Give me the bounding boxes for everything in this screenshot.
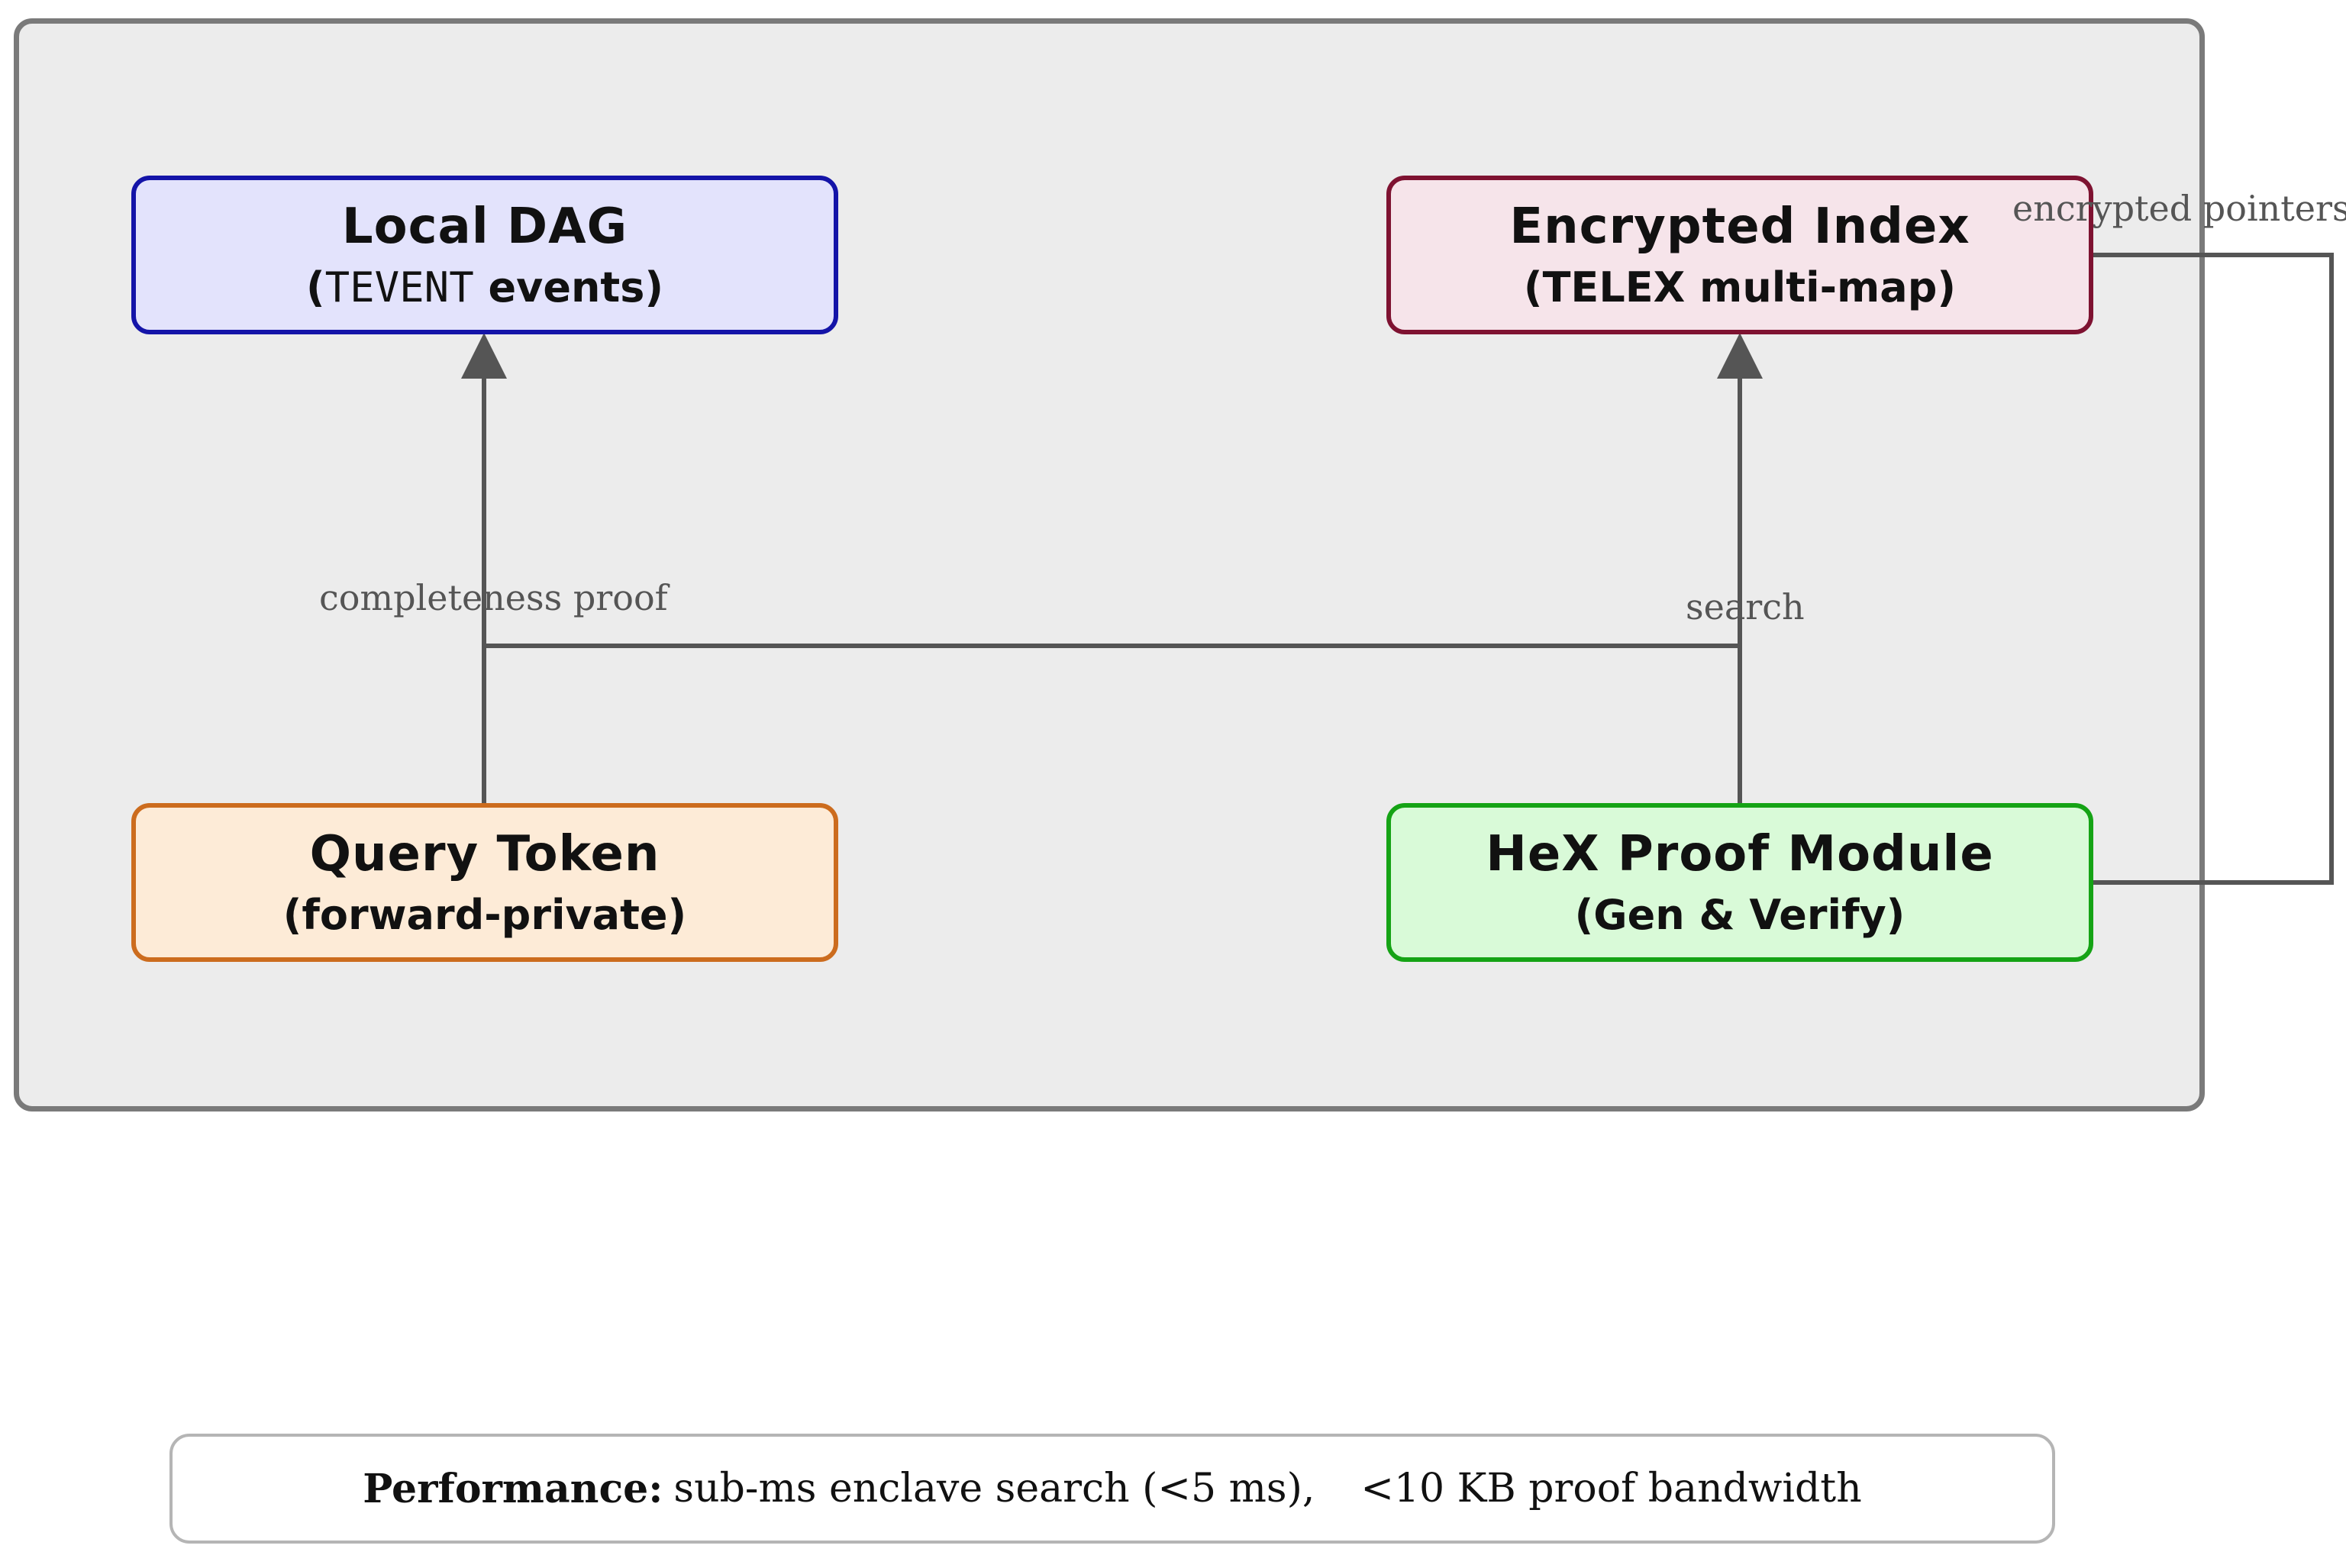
query-token-subtitle: (forward-private) xyxy=(282,891,687,940)
local-dag-sub-rest: events) xyxy=(473,263,664,312)
encrypted-index-node: Encrypted Index (TELEX multi-map) xyxy=(1386,176,2093,334)
local-dag-sub-code: TEVENT xyxy=(324,263,474,312)
local-dag-title: Local DAG xyxy=(341,198,628,256)
search-label: search xyxy=(1686,586,1805,628)
performance-note: Performance: sub-ms enclave search (<5 m… xyxy=(169,1434,2055,1544)
performance-lead: Performance: xyxy=(363,1465,663,1512)
local-dag-sub-open: ( xyxy=(305,263,325,312)
edge-pointers xyxy=(1391,253,2334,905)
query-token-node: Query Token (forward-private) xyxy=(131,803,838,962)
encrypted-index-title: Encrypted Index xyxy=(1509,198,1970,256)
encrypted-index-subtitle: (TELEX multi-map) xyxy=(1523,263,1957,312)
local-dag-node: Local DAG (TEVENT events) xyxy=(131,176,838,334)
performance-bandwidth: <10 KB proof bandwidth xyxy=(1360,1466,1862,1512)
encrypted-pointers-label: encrypted pointers xyxy=(2012,188,2346,229)
hex-proof-node: HeX Proof Module (Gen & Verify) xyxy=(1386,803,2093,962)
performance-search: sub-ms enclave search (<5 ms), xyxy=(673,1466,1315,1512)
hex-proof-title: HeX Proof Module xyxy=(1486,826,1994,883)
completeness-proof-label: completeness proof xyxy=(319,577,668,618)
local-dag-subtitle: (TEVENT events) xyxy=(306,262,663,314)
query-token-title: Query Token xyxy=(309,826,660,883)
hex-proof-subtitle: (Gen & Verify) xyxy=(1574,891,1906,940)
